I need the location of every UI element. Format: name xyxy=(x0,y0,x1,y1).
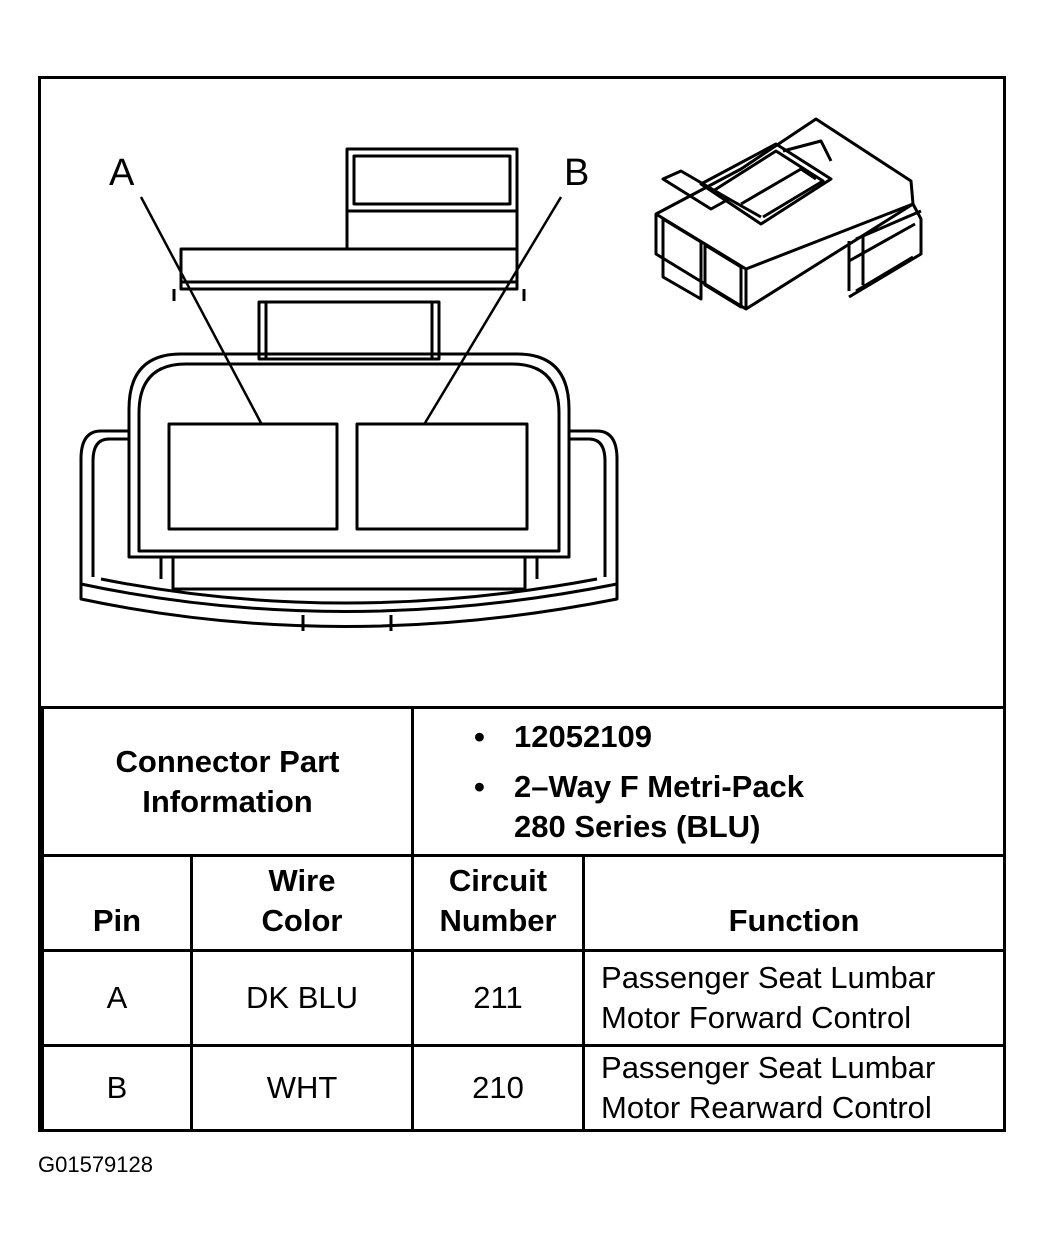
connector-part-info-label-line1: Connector Part xyxy=(115,743,340,779)
connector-info-table: Connector Part Information • 12052109 • … xyxy=(40,706,1007,1132)
header-wire-color-line1: Wire xyxy=(268,863,336,898)
pin-label-a: A xyxy=(109,152,135,194)
header-function: Function xyxy=(582,854,1007,952)
header-wire-color: Wire Color xyxy=(189,854,415,952)
cell-function-line2: Motor Forward Control xyxy=(601,1000,912,1035)
connector-part-info-values: • 12052109 • 2–Way F Metri-Pack 280 Seri… xyxy=(411,706,1007,857)
cell-function-line1: Passenger Seat Lumbar xyxy=(601,960,936,995)
leader-line-b xyxy=(423,196,563,424)
connector-figure-frame: A B xyxy=(38,76,1007,1132)
table-row: A DK BLU 211 Passenger Seat Lumbar Motor… xyxy=(41,949,1007,1047)
bullet-icon: • xyxy=(474,718,485,754)
pin-label-b: B xyxy=(564,152,589,194)
connector-type-line1: 2–Way F Metri-Pack xyxy=(514,768,805,804)
header-circuit-line2: Number xyxy=(439,903,557,938)
header-circuit-line1: Circuit xyxy=(448,863,548,898)
connector-type-item: • 2–Way F Metri-Pack 280 Series (BLU) xyxy=(474,767,1003,847)
table-row: B WHT 210 Passenger Seat Lumbar Motor Re… xyxy=(41,1044,1007,1132)
cell-pin: A xyxy=(41,949,193,1047)
cell-function: Passenger Seat Lumbar Motor Forward Cont… xyxy=(582,949,1007,1047)
cavity-b xyxy=(355,422,529,531)
connector-face-view: A B xyxy=(79,117,923,631)
leader-line-a xyxy=(139,196,263,424)
header-function-text: Function xyxy=(728,903,860,938)
table-header-row: Pin Wire Color Circuit Number Function xyxy=(41,854,1007,952)
cell-circuit-number: 210 xyxy=(411,1044,586,1132)
cavity-a xyxy=(167,422,339,531)
connector-part-info-label: Connector Part Information xyxy=(40,706,415,857)
connector-lock-tab xyxy=(172,147,526,361)
header-pin: Pin xyxy=(41,854,193,952)
connector-part-info-label-line2: Information xyxy=(142,783,313,819)
cell-function: Passenger Seat Lumbar Motor Rearward Con… xyxy=(582,1044,1007,1132)
connector-diagram: A B xyxy=(41,79,1003,706)
cell-wire-color: DK BLU xyxy=(189,949,415,1047)
cell-wire-color: WHT xyxy=(189,1044,415,1132)
bullet-icon: • xyxy=(474,768,485,804)
header-wire-color-line2: Color xyxy=(261,903,343,938)
connector-housing xyxy=(79,352,619,631)
part-number: 12052109 xyxy=(514,718,652,754)
header-circuit-number: Circuit Number xyxy=(411,854,586,952)
cell-circuit-number: 211 xyxy=(411,949,586,1047)
cell-function-line1: Passenger Seat Lumbar xyxy=(601,1050,936,1085)
cell-function-line2: Motor Rearward Control xyxy=(601,1090,932,1125)
cell-pin: B xyxy=(41,1044,193,1132)
connector-isometric-view xyxy=(654,117,923,311)
figure-code: G01579128 xyxy=(38,1152,153,1177)
connector-type-line2: 280 Series (BLU) xyxy=(514,808,761,844)
connector-part-info-row: Connector Part Information • 12052109 • … xyxy=(40,706,1007,857)
header-pin-text: Pin xyxy=(92,903,142,938)
part-number-item: • 12052109 xyxy=(474,717,1003,757)
